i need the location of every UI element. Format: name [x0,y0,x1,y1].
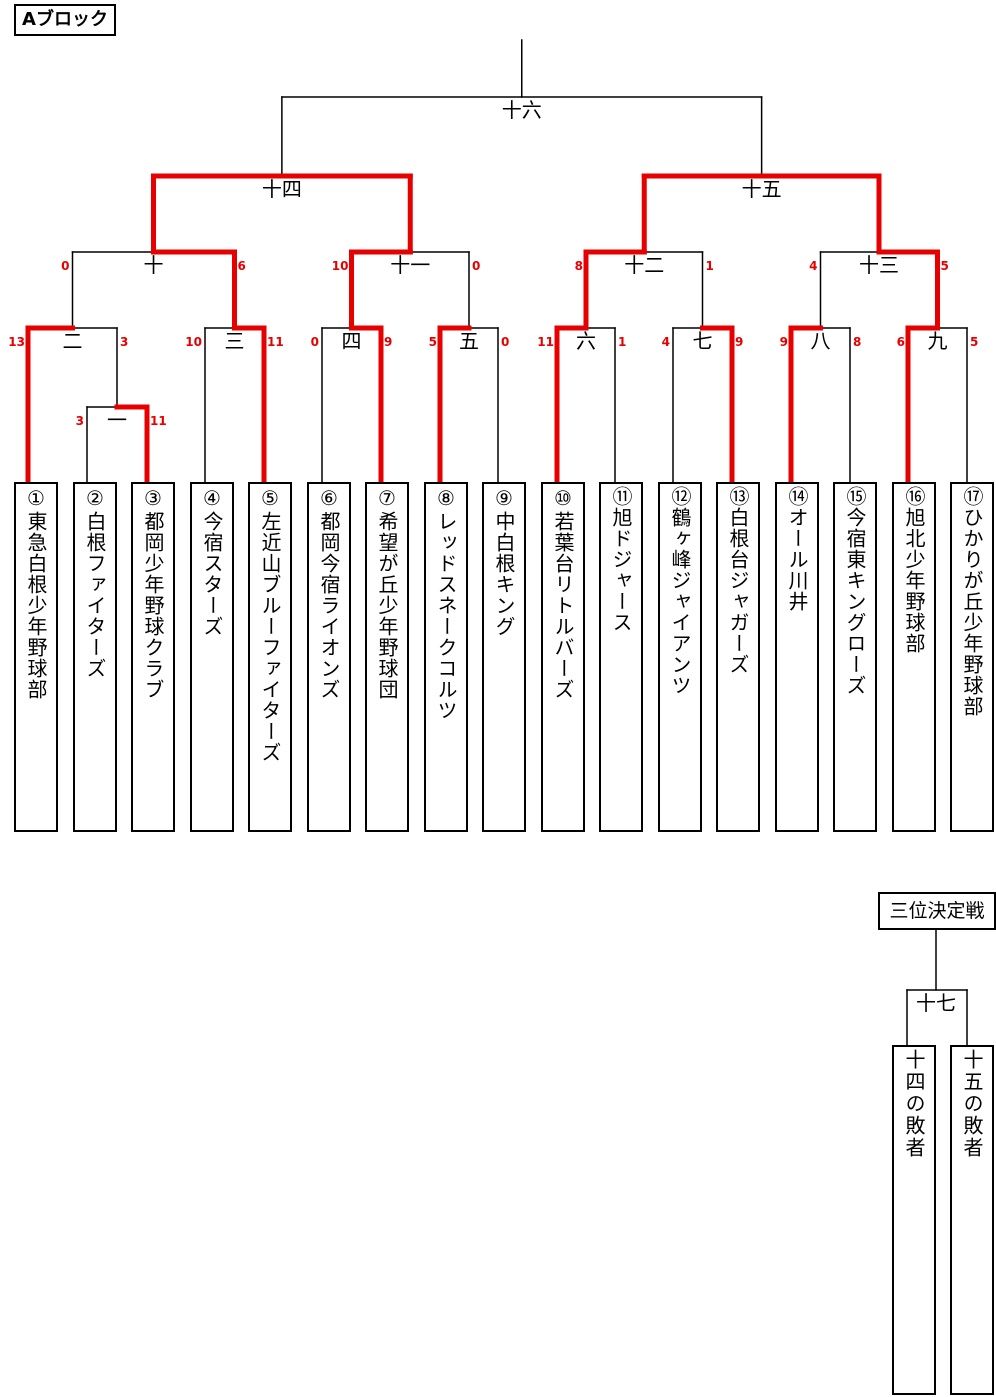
score-left: 10 [185,335,202,349]
team-name: ⑨中白根キング [492,486,516,637]
match-label: 二 [63,329,83,353]
match-label: 五 [459,329,479,353]
team-name: ⑥都岡今宿ライオンズ [317,486,341,700]
team-box-11: ⑪旭ドジャース [599,482,643,832]
score-right: 9 [384,335,392,349]
team-name: ④今宿スターズ [200,486,224,637]
third-place-title: 三位決定戦 [878,892,996,930]
team-box-17: ⑰ひかりが丘少年野球部 [950,482,994,832]
team-box-8: ⑧レッドスネークコルツ [424,482,468,832]
team-name: ⑫鶴ヶ峰ジャイアンツ [668,486,692,696]
match-label: 六 [576,329,596,353]
match-label: 十 [144,253,164,277]
team-name: ①東急白根少年野球部 [24,486,48,700]
match-label: 九 [928,329,948,353]
team-box-1: ①東急白根少年野球部 [14,482,58,832]
score-right: 5 [970,335,978,349]
team-name: ⑮今宿東キングローズ [843,486,867,696]
match-label: 十六 [502,98,542,122]
match-label: 十五 [742,177,782,201]
team-box-16: ⑯旭北少年野球部 [892,482,936,832]
score-left: 5 [429,335,437,349]
match-label: 十二 [624,253,664,277]
score-right: 9 [735,335,743,349]
score-right: 5 [941,259,949,273]
match-label: 十三 [859,253,899,277]
team-name: ⑪旭ドジャース [609,486,633,633]
score-left: 13 [8,335,25,349]
loser-box-14: 十四の敗者 [892,1045,936,1395]
score-right: 11 [150,414,167,428]
team-name: ⑦希望が丘少年野球団 [375,486,399,700]
score-left: 3 [76,414,84,428]
loser-box-15: 十五の敗者 [950,1045,994,1395]
score-right: 8 [853,335,861,349]
team-box-15: ⑮今宿東キングローズ [833,482,877,832]
team-name: ⑤左近山ブルーファイターズ [258,486,282,763]
loser-label: 十四の敗者 [902,1049,926,1159]
score-left: 4 [809,259,817,273]
score-right: 0 [472,259,480,273]
score-left: 8 [575,259,583,273]
block-title: Aブロック [14,4,116,36]
team-box-3: ③都岡少年野球クラブ [131,482,175,832]
score-left: 4 [662,335,670,349]
score-right: 0 [501,335,509,349]
team-box-14: ⑭オール川井 [775,482,819,832]
match-label: 十七 [916,991,956,1015]
score-left: 0 [311,335,319,349]
team-name: ②白根ファイターズ [83,486,107,679]
match-label: 七 [693,329,713,353]
score-right: 11 [267,335,284,349]
team-box-6: ⑥都岡今宿ライオンズ [307,482,351,832]
team-name: ⑭オール川井 [785,486,809,612]
match-label: 十一 [390,253,430,277]
team-box-7: ⑦希望が丘少年野球団 [365,482,409,832]
score-right: 1 [706,259,714,273]
match-label: 八 [811,329,831,353]
team-name: ⑩若葉台リトルバーズ [551,486,575,700]
score-right: 1 [618,335,626,349]
loser-label: 十五の敗者 [960,1049,984,1159]
match-label: 一 [107,408,127,432]
team-name: ⑯旭北少年野球部 [902,486,926,654]
score-left: 0 [61,259,69,273]
team-box-4: ④今宿スターズ [190,482,234,832]
team-name: ⑬白根台ジャガーズ [726,486,750,675]
score-right: 3 [120,335,128,349]
score-left: 11 [537,335,554,349]
team-box-5: ⑤左近山ブルーファイターズ [248,482,292,832]
match-label: 十四 [262,177,302,201]
team-box-13: ⑬白根台ジャガーズ [716,482,760,832]
team-name: ⑧レッドスネークコルツ [434,486,458,721]
team-box-2: ②白根ファイターズ [73,482,117,832]
team-box-9: ⑨中白根キング [482,482,526,832]
score-left: 10 [332,259,349,273]
team-name: ③都岡少年野球クラブ [141,486,165,700]
score-right: 6 [238,259,246,273]
match-label: 四 [342,329,362,353]
team-box-10: ⑩若葉台リトルバーズ [541,482,585,832]
score-left: 6 [897,335,905,349]
team-name: ⑰ひかりが丘少年野球部 [960,486,984,717]
team-box-12: ⑫鶴ヶ峰ジャイアンツ [658,482,702,832]
score-left: 9 [780,335,788,349]
match-label: 三 [225,329,245,353]
